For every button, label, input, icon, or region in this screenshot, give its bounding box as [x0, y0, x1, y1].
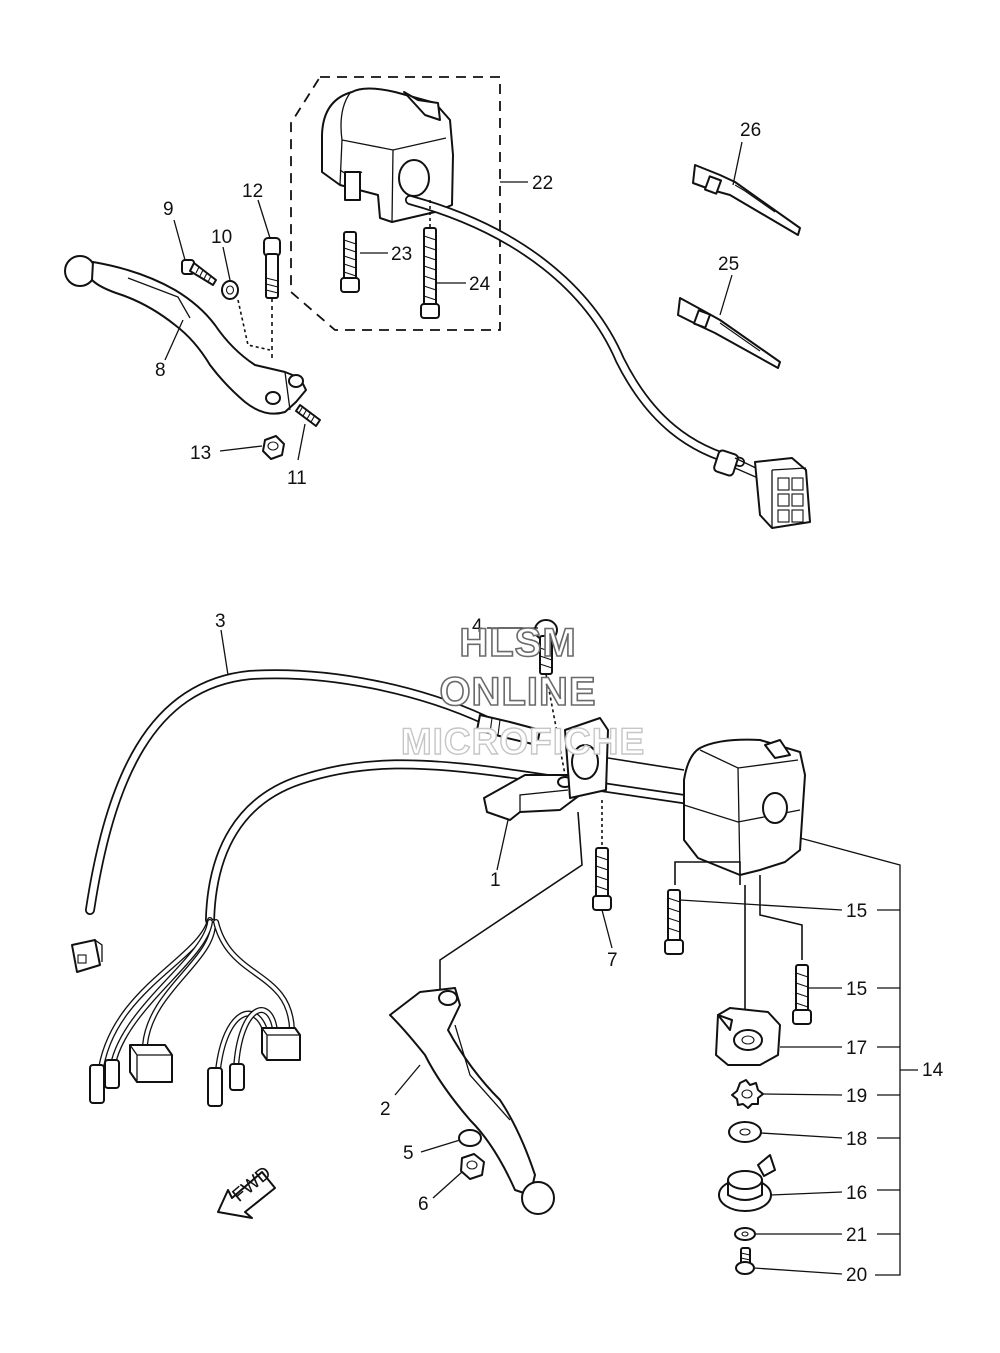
callout-26: 26 — [740, 120, 761, 141]
callout-4: 4 — [472, 616, 483, 637]
callout-20: 20 — [846, 1265, 867, 1286]
lever-bracket-1 — [483, 717, 609, 821]
callout-7: 7 — [607, 950, 618, 971]
handlebar-switch-22 — [321, 87, 454, 223]
watermark-line1: HLSM — [459, 621, 576, 665]
leader-lines — [164, 141, 843, 1275]
throttle-cable-3 — [85, 669, 541, 915]
callout-15-lower: 15 — [846, 979, 867, 1000]
callout-19: 19 — [846, 1086, 867, 1107]
pivot-bolt-12 — [263, 237, 281, 360]
callout-13: 13 — [190, 443, 211, 464]
left-switch-wire-harness — [97, 759, 695, 1078]
clutch-lever-8 — [64, 255, 307, 415]
callout-9: 9 — [163, 199, 174, 220]
callout-24: 24 — [469, 274, 491, 295]
nut-6 — [460, 1153, 485, 1180]
callout-labels: 26 25 22 23 24 9 10 12 8 11 13 3 4 1 7 2… — [155, 120, 944, 1286]
wire-terminals — [89, 1027, 301, 1107]
screw-24 — [420, 200, 440, 319]
screw-15b — [792, 964, 812, 1025]
callout-14: 14 — [922, 1060, 944, 1081]
screw-7 — [592, 800, 612, 911]
callout-12: 12 — [242, 181, 263, 202]
o-ring-5 — [458, 1129, 482, 1147]
callout-6: 6 — [418, 1194, 429, 1215]
switch-22-dashed-outline — [290, 76, 501, 331]
washer-21 — [734, 1227, 756, 1241]
switch-22-wire-harness — [405, 195, 761, 479]
callout-11: 11 — [287, 468, 307, 489]
watermark-line3: MICROFICHE — [401, 721, 645, 762]
callout-2: 2 — [380, 1099, 391, 1120]
callout-1: 1 — [490, 870, 501, 891]
brake-lever-2 — [389, 811, 583, 1215]
callout-8: 8 — [155, 360, 166, 381]
cable-3-end-connector — [71, 939, 103, 973]
switch-22-connector — [754, 457, 811, 529]
cable-tie-26 — [692, 164, 801, 236]
forward-arrow-icon: FWD — [217, 1163, 276, 1219]
spring-11 — [295, 404, 321, 427]
nut-13 — [262, 435, 285, 460]
callout-23: 23 — [391, 244, 412, 265]
left-handlebar-switch-14 — [683, 738, 806, 876]
screw-23 — [340, 231, 360, 293]
callout-25: 25 — [718, 254, 739, 275]
callout-10: 10 — [211, 227, 232, 248]
knob-16 — [718, 1154, 776, 1212]
watermark: HLSM ONLINE MICROFICHE — [400, 620, 645, 763]
screw-9 — [181, 259, 217, 286]
washer-18 — [728, 1121, 762, 1143]
callout-22: 22 — [532, 173, 553, 194]
callout-3: 3 — [215, 611, 226, 632]
watermark-line2: ONLINE — [439, 670, 596, 714]
cable-tie-25 — [677, 297, 781, 369]
screw-20 — [735, 1247, 755, 1275]
collar-10 — [221, 280, 239, 300]
callout-18: 18 — [846, 1129, 867, 1150]
callout-16: 16 — [846, 1183, 867, 1204]
callout-21: 21 — [846, 1225, 867, 1246]
lock-washer-19 — [731, 1079, 764, 1109]
switch-body-17 — [715, 1007, 781, 1066]
screw-15a — [664, 889, 684, 955]
callout-15-upper: 15 — [846, 901, 867, 922]
callout-5: 5 — [403, 1143, 414, 1164]
bolt-4 — [534, 619, 567, 781]
assembly-14-bracket — [799, 837, 918, 1276]
callout-17: 17 — [846, 1038, 867, 1059]
